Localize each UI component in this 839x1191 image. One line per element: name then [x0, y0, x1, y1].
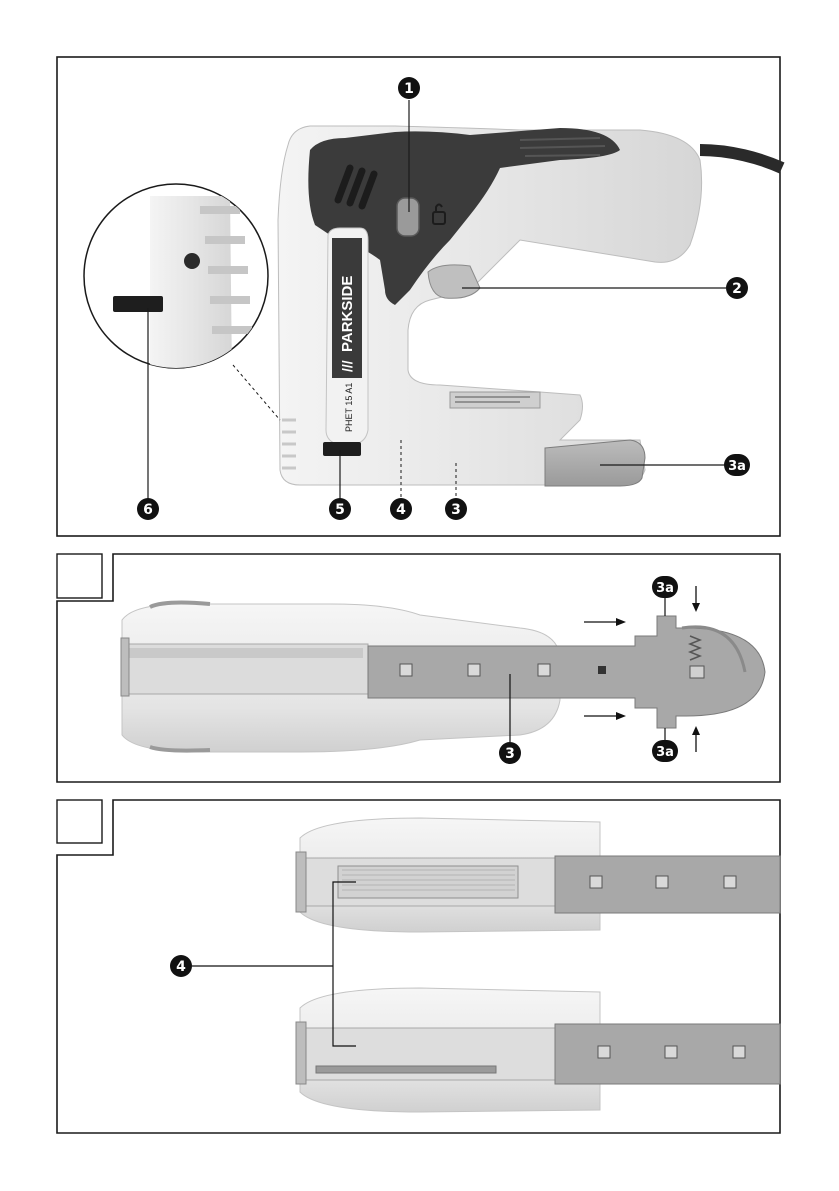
press-arrow-top — [692, 586, 700, 612]
staple-strip-inserted — [316, 1066, 496, 1073]
push-arrow-bottom-left — [584, 712, 626, 720]
figure-3-number-box — [57, 800, 102, 843]
callout-6: 6 — [137, 498, 159, 520]
staple-strip-loaded — [338, 866, 518, 898]
callout-1: 1 — [398, 77, 420, 99]
detail-zoom-circle — [84, 184, 280, 420]
callout-3-fig2: 3 — [499, 742, 521, 764]
svg-text:1: 1 — [404, 81, 414, 97]
svg-text:4: 4 — [396, 502, 406, 518]
staple-window — [323, 442, 361, 456]
magazine-release-slider — [545, 440, 645, 486]
zoom-depth-window — [113, 296, 163, 312]
figure-2-magazine-release: 3a 3 3a — [57, 554, 780, 782]
svg-text:3a: 3a — [728, 459, 746, 474]
callout-3a: 3a — [724, 454, 750, 476]
figure-3-staple-loading: 4 — [57, 800, 780, 1133]
upper-magazine-view — [296, 818, 780, 932]
callout-4: 4 — [390, 498, 412, 520]
callout-5: 5 — [329, 498, 351, 520]
stapler-body: PARKSIDE /// PHET 15 A1 — [278, 126, 702, 486]
svg-text:3a: 3a — [656, 745, 674, 760]
lower-magazine-view — [296, 988, 780, 1112]
svg-text:6: 6 — [143, 502, 153, 518]
push-arrow-top-left — [584, 618, 626, 626]
callout-3a-top: 3a — [652, 576, 678, 598]
brand-slashes: /// — [339, 360, 355, 372]
brand-logo-text: PARKSIDE — [339, 276, 356, 352]
callout-2: 2 — [726, 277, 748, 299]
callout-4-fig3: 4 — [170, 955, 192, 977]
power-cable — [700, 150, 782, 168]
safety-switch — [397, 198, 419, 236]
model-number-text: PHET 15 A1 — [344, 383, 354, 432]
svg-text:4: 4 — [176, 959, 186, 975]
callout-3: 3 — [445, 498, 467, 520]
svg-text:3a: 3a — [656, 581, 674, 596]
svg-text:2: 2 — [732, 281, 742, 297]
svg-text:3: 3 — [451, 502, 461, 518]
svg-text:5: 5 — [335, 502, 345, 518]
trigger — [428, 265, 480, 298]
svg-text:3: 3 — [505, 746, 515, 762]
figure-1-stapler-overview: PARKSIDE /// PHET 15 A1 — [57, 57, 782, 536]
figure-2-number-box — [57, 554, 102, 598]
press-arrow-bottom — [692, 726, 700, 752]
callout-3a-bottom: 3a — [652, 740, 678, 762]
